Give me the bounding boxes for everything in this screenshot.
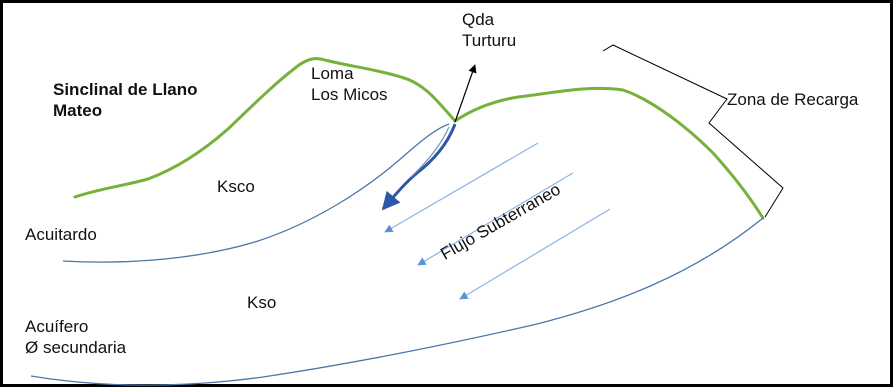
qda-label-line1: Qda xyxy=(462,10,495,29)
aquifer-label-line2: Ø secundaria xyxy=(25,338,127,357)
aquifer-label-line1: Acuífero xyxy=(25,317,89,336)
kso-label: Kso xyxy=(247,293,277,312)
ksco-label: Ksco xyxy=(217,177,255,196)
lower-contact-line xyxy=(30,217,764,386)
syncline-label-line2: Mateo xyxy=(53,101,103,120)
qda-label-line2: Turturu xyxy=(462,31,517,50)
recharge-zone-label: Zona de Recarga xyxy=(727,90,859,109)
flow-arrow-3 xyxy=(459,208,611,300)
loma-label-line1: Loma xyxy=(311,64,354,83)
flow-arrow-1 xyxy=(384,142,539,233)
flow-arrow-2 xyxy=(417,172,574,266)
qda-pointer-arrow xyxy=(454,64,477,123)
stream-line xyxy=(381,123,457,211)
diagram-graphics xyxy=(30,44,784,386)
aquitard-label: Acuitardo xyxy=(25,225,97,244)
loma-label-line2: Los Micos xyxy=(311,85,388,104)
stream-line-secondary xyxy=(410,126,450,178)
upper-contact-line xyxy=(62,123,450,263)
topography-line xyxy=(73,57,765,220)
recharge-zone-bracket xyxy=(602,44,784,218)
syncline-label-line1: Sinclinal de Llano xyxy=(53,80,198,99)
